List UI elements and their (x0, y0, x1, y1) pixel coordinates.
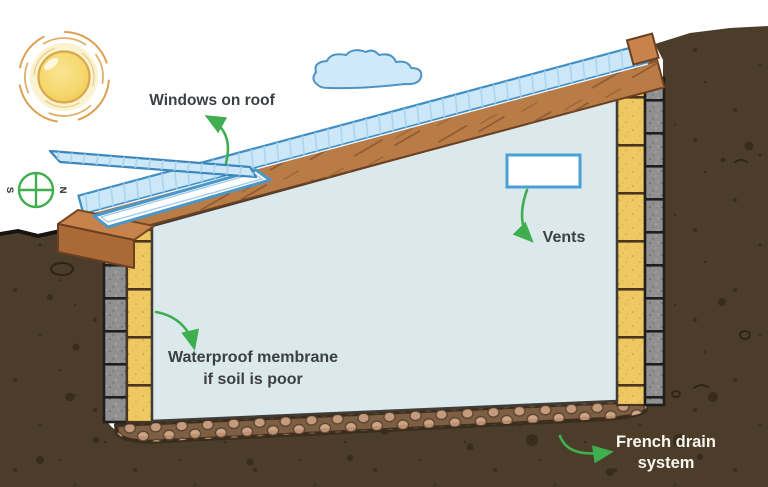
open-window-pane (48, 149, 258, 179)
french-drain-line1: French drain (616, 433, 716, 451)
drain-arrow (558, 434, 614, 464)
right-insulation-column (615, 86, 647, 407)
vents-label: Vents (543, 229, 586, 246)
sun-icon (18, 31, 110, 123)
left-gray-block-column (102, 238, 129, 424)
compass-north-label: N (57, 187, 68, 194)
right-gray-block-column (643, 76, 666, 407)
windows-on-roof-label: Windows on roof (149, 92, 275, 109)
waterproof-membrane-label: Waterproof membrane if soil is poor (168, 349, 338, 388)
membrane-arrow (154, 310, 199, 351)
roof-window-opening (92, 168, 272, 229)
french-drain-line2: system (638, 454, 695, 472)
right-wall (615, 76, 666, 407)
cloud-icon (312, 49, 423, 90)
french-drain-label: French drain system (616, 433, 716, 472)
waterproof-membrane-line2: if soil is poor (203, 371, 303, 388)
annotation-arrows (154, 115, 614, 464)
vent-opening (505, 153, 582, 189)
vents-arrow (512, 188, 534, 243)
roof-top-beam (625, 32, 660, 66)
waterproof-membrane-line1: Waterproof membrane (168, 349, 338, 366)
compass-south-label: S (4, 187, 15, 193)
windows-arrow (204, 115, 230, 165)
compass-rose-icon: S N (4, 171, 68, 209)
